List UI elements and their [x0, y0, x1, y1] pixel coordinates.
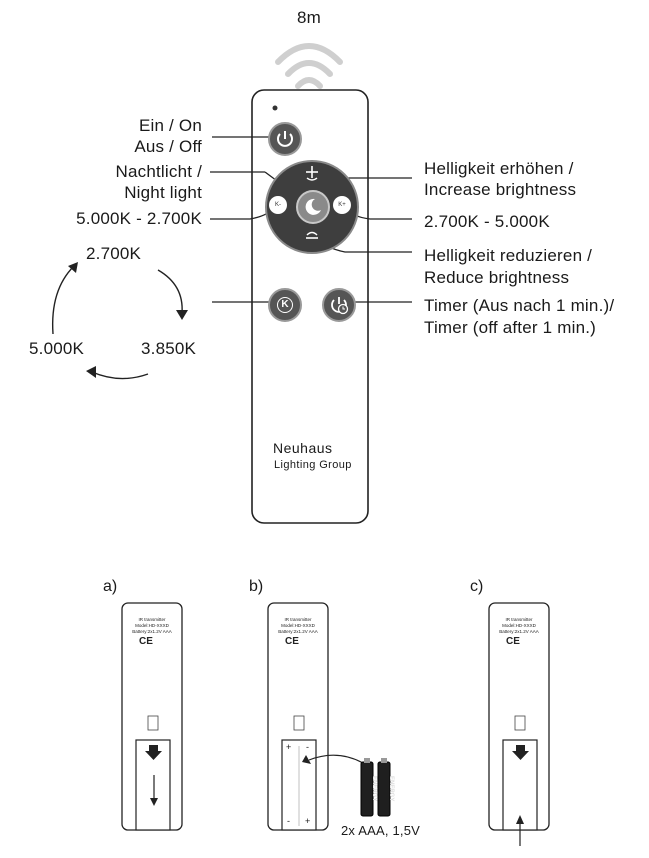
battery-spec: 2x AAA, 1,5V — [341, 823, 421, 838]
label-bright-down-de: Helligkeit reduzieren / — [424, 246, 593, 265]
label-bright-up-de: Helligkeit erhöhen / — [424, 159, 574, 178]
label-bright-down-en: Reduce brightness — [424, 268, 570, 287]
polarity-plus-top: + — [286, 742, 292, 752]
label-timer-en: Timer (off after 1 min.) — [424, 318, 597, 337]
label-cct-left: 5.000K - 2.700K — [76, 209, 202, 228]
battery-brand-2: ENERGY — [388, 776, 394, 802]
brightness-up-button[interactable] — [301, 162, 323, 184]
power-icon — [277, 131, 293, 147]
k-icon: K — [277, 297, 293, 313]
cct-up-button[interactable]: K+ — [333, 196, 351, 214]
brand-name: Neuhaus — [273, 440, 333, 456]
polarity-minus-top: - — [306, 742, 309, 752]
brightness-up-icon — [306, 166, 318, 181]
label-bright-up-en: Increase brightness — [424, 180, 577, 199]
slide-up-icon — [516, 815, 524, 824]
moon-icon — [305, 198, 321, 215]
back-label-b-3: Battery:2x1.2V AAA — [278, 629, 318, 634]
range-label: 8m — [296, 8, 322, 27]
back-label-c-2: Model:HD-XXXD — [502, 623, 536, 628]
brightness-down-icon — [306, 231, 318, 239]
label-cct-right: 2.700K - 5.000K — [424, 212, 550, 231]
timer-icon — [331, 297, 349, 315]
night-light-button[interactable] — [296, 190, 330, 224]
label-power-de: Ein / On — [138, 116, 202, 135]
brightness-down-button[interactable] — [301, 226, 323, 248]
brand-sub: Lighting Group — [274, 459, 352, 471]
cycle-2700: 2.700K — [86, 244, 142, 263]
polarity-minus-bottom: - — [287, 816, 290, 826]
step-a-label: a) — [103, 578, 118, 595]
label-power-en: Aus / Off — [134, 137, 202, 156]
cycle-3850: 3.850K — [141, 339, 197, 358]
ce-mark-c: CE — [506, 636, 520, 647]
color-temp-button[interactable]: K — [268, 288, 302, 322]
cycle-5000: 5.000K — [29, 339, 85, 358]
back-label-b-2: Model:HD-XXXD — [281, 623, 315, 628]
label-night-en: Night light — [124, 183, 202, 202]
timer-button[interactable] — [322, 288, 356, 322]
back-label-a-1: IR transmitter — [138, 617, 166, 622]
step-c-label: c) — [470, 578, 484, 595]
ce-mark-b: CE — [285, 636, 299, 647]
back-label-c-1: IR transmitter — [505, 617, 533, 622]
polarity-plus-bottom: + — [305, 816, 311, 826]
back-label-c-3: Battery:2x1.2V AAA — [499, 629, 539, 634]
back-label-a-2: Model:HD-XXXD — [135, 623, 169, 628]
label-night-de: Nachtlicht / — [115, 162, 202, 181]
slide-down-icon — [145, 745, 162, 760]
ce-mark-a: CE — [139, 636, 153, 647]
power-button[interactable] — [268, 122, 302, 156]
battery-brand-1: ENERGY — [371, 776, 377, 802]
label-timer-de: Timer (Aus nach 1 min.)/ — [424, 296, 615, 315]
back-label-a-3: Battery:2x1.2V AAA — [132, 629, 172, 634]
back-label-b-1: IR transmitter — [284, 617, 312, 622]
cct-down-button[interactable]: K- — [269, 196, 287, 214]
indicator-led — [272, 105, 278, 111]
step-b-label: b) — [249, 578, 264, 595]
